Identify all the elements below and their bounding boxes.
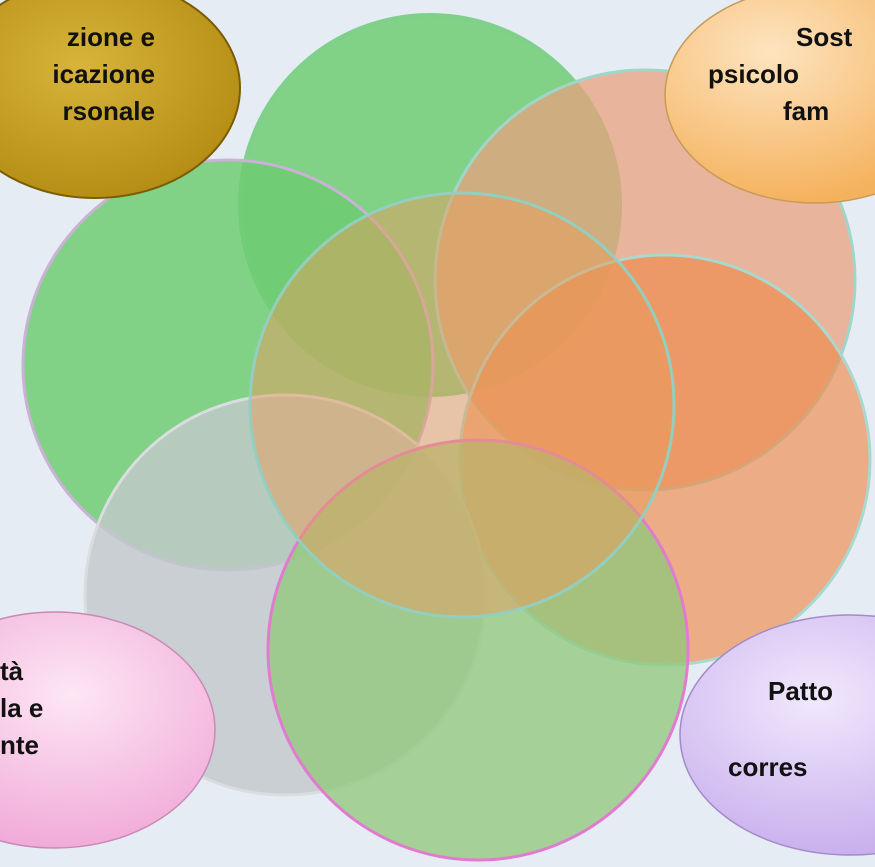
label-top-right-line-2: psicolo <box>708 59 800 89</box>
label-top-left: zione e icazione rsonale <box>0 19 155 130</box>
bubble-bottom-left <box>0 611 216 849</box>
bubble-top-right <box>664 0 875 204</box>
bubble-top-left <box>0 0 241 199</box>
label-top-right-line-1: Sost <box>796 22 853 52</box>
label-bottom-right-line-2 <box>728 714 833 744</box>
label-bottom-left-line-3: nte <box>0 730 39 760</box>
label-top-left-line-3: rsonale <box>62 96 156 126</box>
label-bottom-left: tà la e nte <box>0 653 43 764</box>
label-bottom-right-line-1: Patto <box>768 676 833 706</box>
label-top-right: Sost psicolo fam <box>708 19 852 130</box>
label-bottom-right: Patto corres <box>728 668 833 790</box>
label-bottom-right-line-3: corres <box>728 752 808 782</box>
label-bottom-left-line-2: la e <box>0 693 44 723</box>
label-bottom-left-line-1: tà <box>0 656 24 686</box>
label-top-left-line-1: zione e <box>66 22 155 52</box>
circle-center-orange <box>248 191 676 619</box>
label-top-left-line-2: icazione <box>52 59 155 89</box>
bubble-bottom-right <box>679 614 875 856</box>
label-top-right-line-3: fam <box>783 96 830 126</box>
